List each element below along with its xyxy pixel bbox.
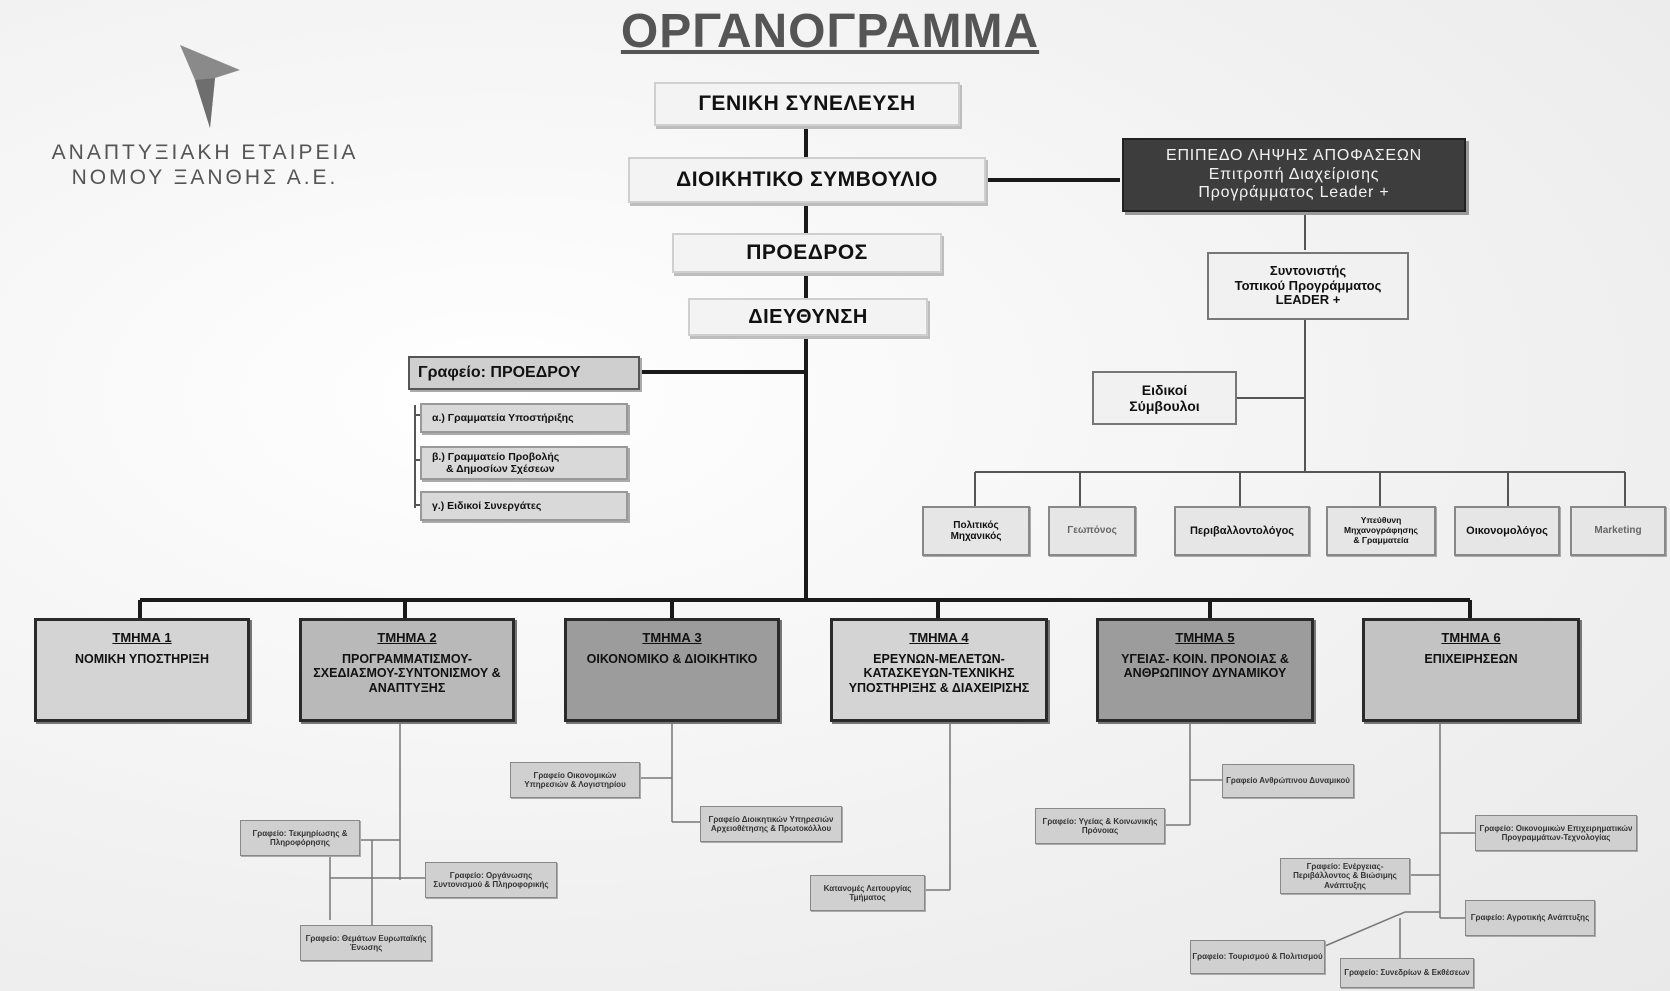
department-number: ΤΜΗΜΑ 2 <box>377 630 437 645</box>
president-office-item: γ.) Ειδικοί Συνεργάτες <box>420 491 628 521</box>
advisors-line1: Ειδικοί <box>1141 381 1188 398</box>
sub-office-label: Γραφείο: Οικονομικών Επιχειρηματικών Προ… <box>1479 823 1633 842</box>
advisors-box: Ειδικοί Σύμβουλοι <box>1092 371 1237 425</box>
president-box: ΠΡΟΕΔΡΟΣ <box>672 233 942 273</box>
decision-line1: ΕΠΙΠΕΔΟ ΛΗΨΗΣ ΑΠΟΦΑΣΕΩΝ <box>1165 147 1422 165</box>
sub-office-box: Γραφείο: Οικονομικών Επιχειρηματικών Προ… <box>1475 815 1637 851</box>
sub-office-label: Γραφείο Ανθρώπινου Δυναμικού <box>1226 776 1350 786</box>
company-name-line1: ΑΝΑΠΤΥΞΙΑΚΗ ΕΤΑΙΡΕΙΑ <box>51 141 359 164</box>
decision-line3: Προγράμματος Leader + <box>1198 184 1390 202</box>
sub-office-box: Γραφείο: Τεκμηρίωσης & Πληροφόρησης <box>240 820 360 856</box>
department-box: ΤΜΗΜΑ 5 ΥΓΕΙΑΣ- ΚΟΙΝ. ΠΡΟΝΟΙΑΣ & ΑΝΘΡΩΠΙΝ… <box>1096 618 1314 722</box>
president-office-item: β.) Γραμματείο Προβολής& Δημοσίων Σχέσεω… <box>420 446 628 480</box>
board-label: ΔΙΟΙΚΗΤΙΚΟ ΣΥΜΒΟΥΛΙΟ <box>676 167 938 191</box>
role-line: Μηχανικός <box>950 531 1002 542</box>
sub-office-label: Κατανομές Λειτουργίας Τμήματος <box>823 883 912 902</box>
department-name: ΠΡΟΓΡΑΜΜΑΤΙΣΜΟΥ-ΣΧΕΔΙΑΣΜΟΥ-ΣΥΝΤΟΝΙΣΜΟΥ &… <box>313 651 501 695</box>
department-name: ΝΟΜΙΚΗ ΥΠΟΣΤΗΡΙΞΗ <box>74 651 210 666</box>
sub-office-box: Γραφείο Διοικητικών Υπηρεσιών Αρχειοθέτη… <box>700 806 842 842</box>
coordinator-line1: Συντονιστής <box>1269 262 1347 278</box>
sub-office-label: Γραφείο: Τεκμηρίωσης & Πληροφόρησης <box>252 828 348 847</box>
advisors-line2: Σύμβουλοι <box>1129 398 1200 414</box>
president-label: ΠΡΟΕΔΡΟΣ <box>746 240 868 264</box>
sub-office-label: Γραφείο: Αγροτικής Ανάπτυξης <box>1470 913 1590 923</box>
company-name-line2: ΝΟΜΟΥ ΞΑΝΘΗΣ Α.Ε. <box>71 166 339 190</box>
coordinator-line3: LEADER + <box>1275 292 1341 308</box>
president-office-item-line: & Δημοσίων Σχέσεων <box>446 463 555 475</box>
department-box: ΤΜΗΜΑ 1 ΝΟΜΙΚΗ ΥΠΟΣΤΗΡΙΞΗ <box>34 618 250 722</box>
role-box: Marketing <box>1570 506 1666 556</box>
department-name: ΕΠΙΧΕΙΡΗΣΕΩΝ <box>1424 651 1518 666</box>
sub-office-box: Γραφείο: Ενέργειας-Περιβάλλοντος & Βιώσι… <box>1280 858 1410 894</box>
president-office-header: Γραφείο: ΠΡΟΕΔΡΟΥ <box>408 356 640 390</box>
coordinator-box: Συντονιστής Τοπικού Προγράμματος LEADER … <box>1207 252 1409 320</box>
department-number: ΤΜΗΜΑ 4 <box>909 630 969 645</box>
president-office-header-label: Γραφείο: ΠΡΟΕΔΡΟΥ <box>418 363 581 381</box>
role-line: Marketing <box>1594 525 1642 537</box>
management-box: ΔΙΕΥΘΥΝΣΗ <box>688 298 928 336</box>
sub-office-box: Γραφείο Οικονομικών Υπηρεσιών & Λογιστηρ… <box>510 762 640 798</box>
role-line: Υπεύθυνη <box>1360 515 1402 526</box>
sub-office-box: Γραφείο: Συνεδρίων & Εκθέσεων <box>1340 958 1474 988</box>
sub-office-label: Γραφείο Οικονομικών Υπηρεσιών & Λογιστηρ… <box>524 770 626 789</box>
coordinator-line2: Τοπικού Προγράμματος <box>1234 277 1382 293</box>
decision-level-box: ΕΠΙΠΕΔΟ ΛΗΨΗΣ ΑΠΟΦΑΣΕΩΝ Επιτροπή Διαχείρ… <box>1122 138 1466 212</box>
role-box: Οικονομολόγος <box>1454 506 1560 556</box>
role-box: Γεωπόνος <box>1048 506 1136 556</box>
sub-office-label: Γραφείο: Θεμάτων Ευρωπαϊκής Ένωσης <box>305 933 427 952</box>
department-number: ΤΜΗΜΑ 6 <box>1441 630 1501 645</box>
sub-office-box: Γραφείο Ανθρώπινου Δυναμικού <box>1222 764 1354 798</box>
role-line: Οικονομολόγος <box>1466 524 1548 537</box>
role-line: & Γραμματεία <box>1353 534 1409 545</box>
sub-office-label: Γραφείο: Συνεδρίων & Εκθέσεων <box>1344 968 1470 978</box>
page-title: ΟΡΓΑΝΟΓΡΑΜΜΑ <box>620 5 1040 58</box>
president-office-item-line: α.) Γραμματεία Υποστήριξης <box>432 411 574 424</box>
sub-office-box: Γραφείο: Τουρισμού & Πολιτισμού <box>1190 940 1325 974</box>
sub-office-box: Γραφείο: Υγείας & Κοινωνικής Πρόνοιας <box>1035 808 1165 844</box>
arrow-logo-icon <box>180 45 240 128</box>
department-number: ΤΜΗΜΑ 5 <box>1175 630 1235 645</box>
general-assembly-label: ΓΕΝΙΚΗ ΣΥΝΕΛΕΥΣΗ <box>698 91 916 115</box>
sub-office-box: Γραφείο: Αγροτικής Ανάπτυξης <box>1465 900 1595 936</box>
general-assembly-box: ΓΕΝΙΚΗ ΣΥΝΕΛΕΥΣΗ <box>654 82 960 126</box>
management-label: ΔΙΕΥΘΥΝΣΗ <box>748 305 868 328</box>
sub-office-label: Γραφείο: Τουρισμού & Πολιτισμού <box>1192 952 1323 962</box>
role-line: Πολιτικός <box>953 519 999 531</box>
department-box: ΤΜΗΜΑ 3 ΟΙΚΟΝΟΜΙΚΟ & ΔΙΟΙΚΗΤΙΚΟ <box>564 618 780 722</box>
board-box: ΔΙΟΙΚΗΤΙΚΟ ΣΥΜΒΟΥΛΙΟ <box>628 157 986 203</box>
president-office-item-line: β.) Γραμματείο Προβολής <box>432 450 560 463</box>
role-line: Γεωπόνος <box>1067 525 1117 537</box>
sub-office-box: Γραφείο: Θεμάτων Ευρωπαϊκής Ένωσης <box>300 925 432 961</box>
department-number: ΤΜΗΜΑ 1 <box>112 630 172 645</box>
role-box: Περιβαλλοντολόγος <box>1174 506 1310 556</box>
department-box: ΤΜΗΜΑ 4 ΕΡΕΥΝΩΝ-ΜΕΛΕΤΩΝ-ΚΑΤΑΣΚΕΥΩΝ-ΤΕΧΝΙΚ… <box>830 618 1048 722</box>
role-line: Μηχανογράφησης <box>1344 525 1418 536</box>
department-box: ΤΜΗΜΑ 2 ΠΡΟΓΡΑΜΜΑΤΙΣΜΟΥ-ΣΧΕΔΙΑΣΜΟΥ-ΣΥΝΤΟΝ… <box>299 618 515 722</box>
sub-office-box: Κατανομές Λειτουργίας Τμήματος <box>810 875 925 911</box>
department-name: ΟΙΚΟΝΟΜΙΚΟ & ΔΙΟΙΚΗΤΙΚΟ <box>586 651 758 666</box>
decision-line2: Επιτροπή Διαχείρισης <box>1208 165 1380 183</box>
sub-office-label: Γραφείο Διοικητικών Υπηρεσιών Αρχειοθέτη… <box>708 814 834 833</box>
sub-office-label: Γραφείο: Οργάνωσης Συντονισμού & Πληροφο… <box>433 870 549 889</box>
department-box: ΤΜΗΜΑ 6 ΕΠΙΧΕΙΡΗΣΕΩΝ <box>1362 618 1580 722</box>
president-office-item: α.) Γραμματεία Υποστήριξης <box>420 403 628 433</box>
company-name: ΑΝΑΠΤΥΞΙΑΚΗ ΕΤΑΙΡΕΙΑ ΝΟΜΟΥ ΞΑΝΘΗΣ Α.Ε. <box>10 140 400 190</box>
department-name: ΕΡΕΥΝΩΝ-ΜΕΛΕΤΩΝ-ΚΑΤΑΣΚΕΥΩΝ-ΤΕΧΝΙΚΗΣ ΥΠΟΣ… <box>848 651 1030 695</box>
role-line: Περιβαλλοντολόγος <box>1189 524 1295 537</box>
department-number: ΤΜΗΜΑ 3 <box>642 630 702 645</box>
sub-office-label: Γραφείο: Ενέργειας-Περιβάλλοντος & Βιώσι… <box>1293 862 1397 890</box>
president-office-item-line: γ.) Ειδικοί Συνεργάτες <box>432 499 542 512</box>
sub-office-label: Γραφείο: Υγείας & Κοινωνικής Πρόνοιας <box>1042 816 1158 835</box>
sub-office-box: Γραφείο: Οργάνωσης Συντονισμού & Πληροφο… <box>425 862 557 898</box>
department-name: ΥΓΕΙΑΣ- ΚΟΙΝ. ΠΡΟΝΟΙΑΣ & ΑΝΘΡΩΠΙΝΟΥ ΔΥΝΑ… <box>1121 651 1289 681</box>
